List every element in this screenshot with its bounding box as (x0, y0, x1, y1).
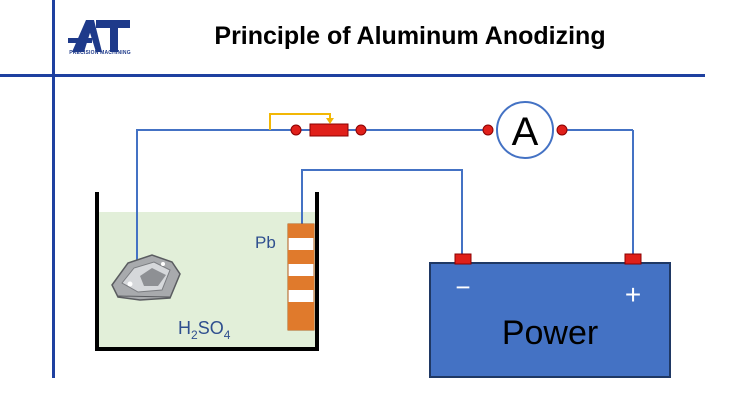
aluminum-part (111, 254, 181, 301)
negative-terminal (454, 253, 472, 265)
ammeter (496, 101, 554, 159)
resistor-right-terminal (355, 124, 367, 136)
title-divider (0, 74, 705, 77)
power-label: Power (502, 314, 598, 352)
ammeter-left-terminal (482, 124, 494, 136)
resistor (309, 123, 349, 137)
page-title: Principle of Aluminum Anodizing (214, 22, 606, 50)
ammeter-label: A (512, 110, 539, 154)
company-logo (68, 20, 130, 52)
positive-sign: + (625, 279, 641, 310)
tank-walls (95, 192, 319, 351)
electrolyte-label: H2SO4 (178, 318, 231, 342)
resistor-slider (269, 113, 331, 130)
left-divider (52, 0, 55, 378)
power-supply (429, 262, 671, 378)
positive-terminal (624, 253, 642, 265)
cathode-plate (287, 223, 315, 331)
negative-sign: − (455, 272, 470, 302)
ammeter-right-terminal (556, 124, 568, 136)
resistor-slider-arrow (326, 118, 334, 124)
logo-subtitle: PRECISION MACHINING (69, 50, 131, 56)
cathode-label: Pb (255, 233, 276, 252)
resistor-left-terminal (290, 124, 302, 136)
